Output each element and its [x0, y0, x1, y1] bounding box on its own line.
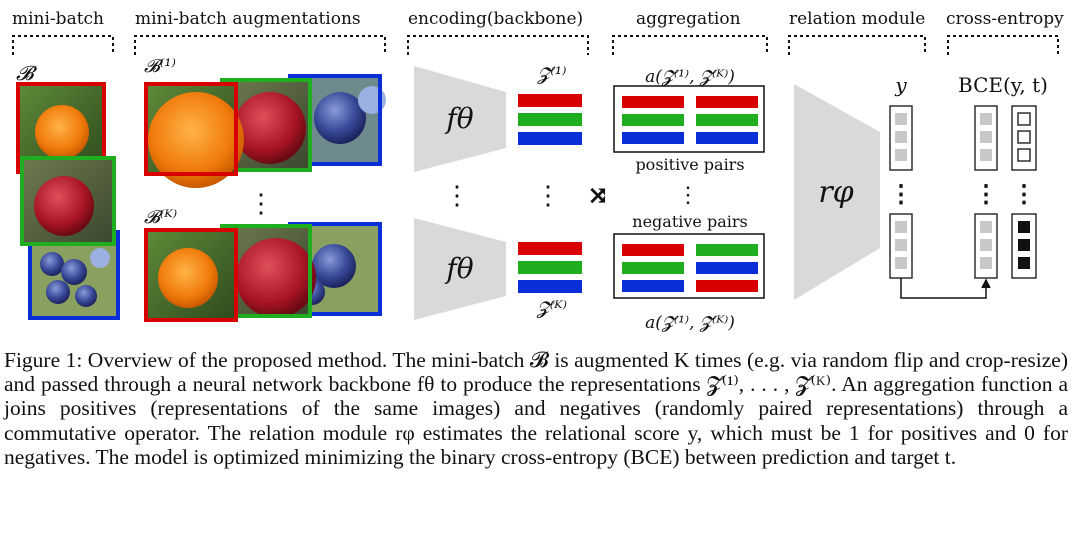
- representation-zk: [518, 242, 582, 293]
- y-scores-bottom: [889, 213, 913, 279]
- label-agg-top: a(𝓩⁽¹⁾, 𝓩⁽ᴷ⁾): [645, 67, 735, 87]
- header-relation-module: relation module: [789, 9, 925, 29]
- section-headers: mini-batch mini-batch augmentations enco…: [12, 9, 1064, 55]
- blueberry-photo: [28, 230, 120, 320]
- bce-prediction-bottom: [974, 213, 998, 279]
- label-batch-b: 𝓑: [16, 61, 38, 85]
- y-to-bce-arrow: [900, 278, 991, 299]
- representation-z1: [518, 94, 582, 145]
- header-aggregation: aggregation: [636, 9, 741, 29]
- r-phi: rφ: [818, 175, 853, 210]
- label-zk: 𝓩⁽ᴷ⁾: [536, 298, 567, 319]
- label-negative-pairs: negative pairs: [632, 212, 747, 231]
- header-encoding: encoding(backbone): [408, 9, 583, 29]
- target-vdots: ⋮: [1012, 179, 1036, 208]
- aug-top-orange: [144, 82, 244, 188]
- aug-bottom-orange: [144, 228, 238, 322]
- header-cross-entropy: cross-entropy: [946, 9, 1064, 29]
- aggregation-negative-box: [613, 233, 765, 299]
- target-top: [1011, 105, 1037, 171]
- encoder-vdots: ⋮: [444, 181, 470, 211]
- mini-batch-images: [16, 82, 120, 320]
- label-bce: BCE(y, t): [958, 73, 1048, 97]
- bce-pred-vdots: ⋮: [974, 179, 998, 208]
- aug-vdots: ⋮: [248, 189, 274, 219]
- figure-caption: Figure 1: Overview of the proposed metho…: [4, 348, 1068, 469]
- label-agg-bottom: a(𝓩⁽¹⁾, 𝓩̃⁽ᴷ⁾): [645, 313, 735, 333]
- f-theta-bottom: fθ: [444, 252, 473, 285]
- label-positive-pairs: positive pairs: [635, 155, 744, 174]
- y-vdots: ⋮: [889, 179, 913, 208]
- augmentation-bottom-row: [144, 222, 382, 322]
- label-y: y: [894, 73, 907, 97]
- agg-vdots: ⋮: [677, 183, 699, 208]
- header-augmentations: mini-batch augmentations: [135, 9, 361, 29]
- method-diagram: mini-batch mini-batch augmentations enco…: [12, 9, 1064, 333]
- header-brackets: [12, 35, 1059, 55]
- f-theta-top: fθ: [444, 102, 473, 135]
- caption-text: Figure 1: Overview of the proposed metho…: [4, 348, 1068, 469]
- relation-module: rφ: [794, 84, 880, 300]
- label-batch-bk: 𝓑⁽ᴷ⁾: [144, 207, 177, 228]
- aggregation-positive-box: [613, 85, 765, 153]
- target-bottom: [1011, 213, 1037, 279]
- header-mini-batch: mini-batch: [12, 9, 104, 29]
- label-batch-b1: 𝓑⁽¹⁾: [144, 56, 176, 77]
- y-scores-top: [889, 105, 913, 171]
- encoder-bottom: fθ: [414, 218, 506, 320]
- augmentation-top-row: [144, 74, 386, 188]
- encoder-top: fθ: [414, 66, 506, 172]
- label-z1: 𝓩⁽¹⁾: [537, 64, 567, 85]
- apple-photo: [20, 156, 116, 246]
- z-vdots: ⋮: [535, 181, 561, 211]
- bce-prediction-top: [974, 105, 998, 171]
- shuffle-icon: ⤨: [587, 181, 609, 211]
